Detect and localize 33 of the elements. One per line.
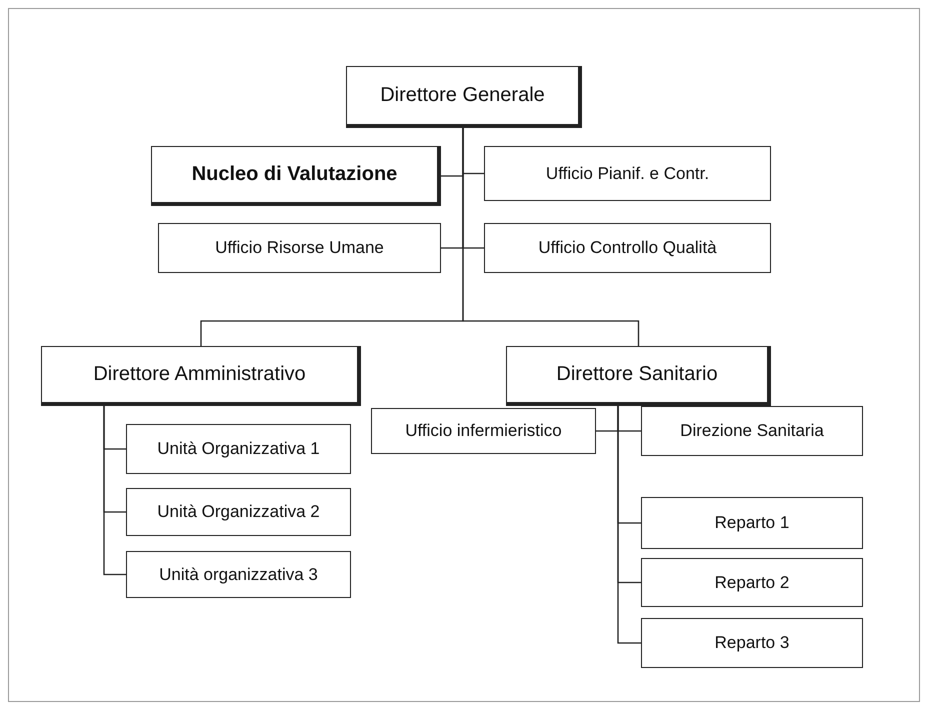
- box-label: Ufficio Risorse Umane: [215, 238, 384, 258]
- org-box: [641, 558, 863, 607]
- org-box: [641, 497, 863, 549]
- box-label: Ufficio infermieristico: [405, 421, 562, 441]
- box-label: Nucleo di Valutazione: [192, 163, 398, 186]
- org-box: [371, 408, 596, 454]
- box-label: Direzione Sanitaria: [680, 421, 824, 441]
- box-label: Reparto 3: [714, 633, 790, 653]
- org-box: [484, 223, 771, 273]
- box-label: Ufficio Pianif. e Contr.: [546, 164, 710, 184]
- org-box: [641, 618, 863, 668]
- box-label: Direttore Generale: [380, 84, 545, 107]
- connector-line: [103, 406, 126, 576]
- org-box: [126, 424, 351, 474]
- connector-line: [617, 406, 641, 644]
- connector-line: [462, 128, 640, 346]
- org-box: [641, 406, 863, 456]
- org-box: [126, 551, 351, 598]
- box-label: Direttore Sanitario: [556, 363, 718, 386]
- box-label: Reparto 1: [714, 513, 790, 533]
- org-box: [506, 346, 771, 406]
- box-label: Ufficio Controllo Qualità: [538, 238, 717, 258]
- box-label: Unità Organizzativa 2: [157, 502, 320, 522]
- box-label: Unità Organizzativa 1: [157, 439, 320, 459]
- box-label: Reparto 2: [714, 572, 790, 592]
- org-box: [484, 146, 771, 201]
- org-box: [41, 346, 361, 406]
- box-label: Direttore Amministrativo: [93, 363, 306, 386]
- box-label: Unità organizzativa 3: [159, 564, 318, 584]
- org-box: [158, 223, 441, 273]
- org-box: [151, 146, 441, 206]
- org-box: [126, 488, 351, 536]
- org-box: [346, 66, 582, 128]
